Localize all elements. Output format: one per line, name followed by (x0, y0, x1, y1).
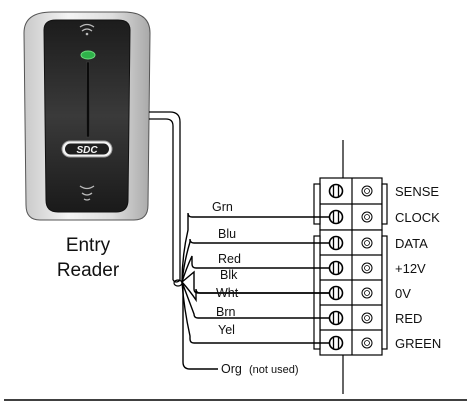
sdc-logo: SDC (61, 140, 113, 158)
terminal-socket-green (361, 337, 373, 349)
terminal-label-12v: +12V (395, 261, 426, 276)
terminal-socket-data (361, 237, 373, 249)
org-wire-note: (not used) (249, 364, 299, 376)
terminal-label-clock: CLOCK (395, 210, 440, 225)
terminal-block (313, 177, 388, 356)
reader-caption-line1: Entry (66, 235, 111, 256)
terminal-label-red: RED (395, 311, 422, 326)
reader-caption-line2: Reader (57, 260, 120, 281)
wireless-icon (79, 23, 95, 36)
terminal-socket-0v (361, 287, 373, 299)
wire-label-blu: Blu (218, 227, 236, 241)
terminal-socket-red (361, 312, 373, 324)
terminal-socket-clock (361, 211, 373, 223)
wireless-icon-bottom (79, 185, 95, 201)
wire-blu (181, 238, 330, 283)
org-wire (182, 285, 218, 370)
wire-label-wht: Wht (216, 286, 239, 300)
terminal-screw-0v (328, 285, 344, 301)
terminal-screw-12v (328, 260, 344, 276)
wire-label-brn: Brn (216, 305, 236, 319)
sdc-logo-text: SDC (76, 145, 98, 156)
terminal-label-sense: SENSE (395, 184, 439, 199)
terminal-screw-green (328, 335, 344, 351)
terminal-screw-clock (328, 209, 344, 225)
wire-blk (181, 270, 330, 294)
terminal-screw-red (328, 310, 344, 326)
terminal-socket-12v (361, 262, 373, 274)
org-wire-label: Org (221, 362, 242, 376)
terminal-label-green: GREEN (395, 336, 441, 351)
wire-label-grn: Grn (212, 200, 233, 214)
led-indicator (80, 50, 96, 60)
wire-label-red: Red (218, 252, 241, 266)
wire-label-yel: Yel (218, 323, 235, 337)
wire-label-blk: Blk (220, 268, 238, 282)
wire-brn (181, 281, 330, 319)
terminal-label-0v: 0V (395, 286, 411, 301)
wire-grn (181, 212, 330, 283)
wire-wht (181, 281, 330, 303)
cable-end (173, 279, 183, 287)
terminal-screw-sense (328, 183, 344, 199)
terminal-labels: SENSE CLOCK DATA +12V 0V RED GREEN (395, 184, 441, 351)
terminal-socket-sense (361, 185, 373, 197)
terminal-screw-data (328, 235, 344, 251)
wire-yel (181, 281, 330, 344)
terminal-label-data: DATA (395, 236, 428, 251)
reader-slot (86, 61, 90, 138)
terminal-screws (328, 183, 373, 351)
reader-cable (149, 111, 181, 283)
entry-reader: SDC (23, 11, 151, 221)
wire-red (181, 255, 330, 283)
